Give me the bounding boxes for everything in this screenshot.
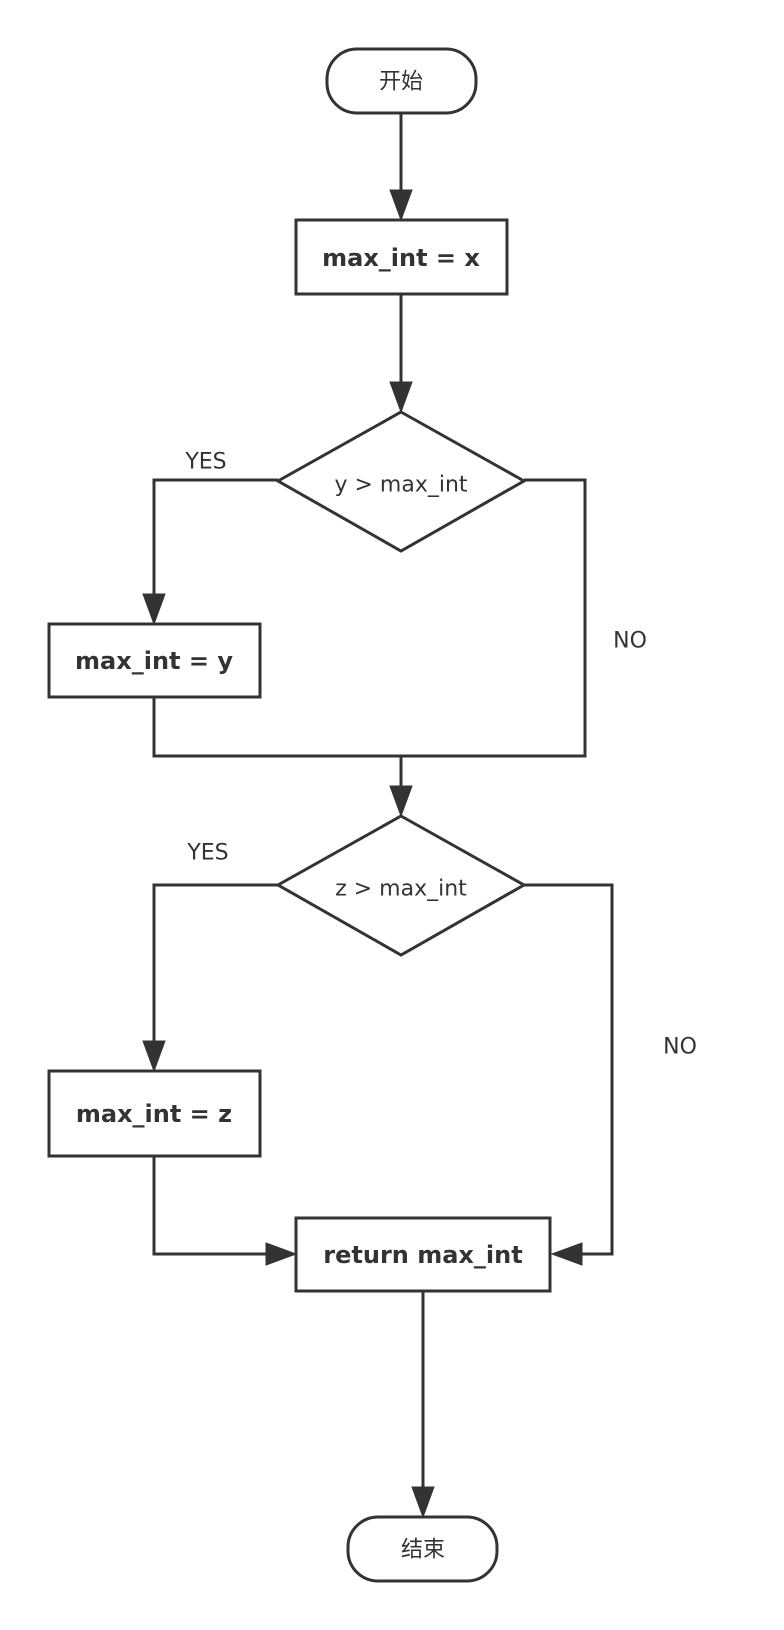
node-end-label: 结束	[401, 1538, 445, 1563]
edge-label-decision-z-no: NO	[663, 1035, 697, 1060]
edge-assign-z-to-return	[152, 1156, 266, 1256]
node-assign-x-label: max_int = x	[322, 244, 480, 272]
arrowhead-return-right	[550, 1242, 583, 1266]
arrowhead-assign-y	[142, 593, 166, 626]
edge-assign-y-to-merge	[152, 697, 401, 758]
node-start-label: 开始	[379, 70, 423, 95]
node-assign-z-label: max_int = z	[76, 1100, 232, 1128]
node-end: 结束	[346, 1515, 499, 1583]
node-assign-y: max_int = y	[47, 622, 262, 699]
edge-decision-y-yes	[152, 478, 278, 594]
edges	[142, 113, 614, 1519]
edge-decision-y-no	[401, 478, 587, 758]
node-return-label: return max_int	[323, 1241, 522, 1269]
node-decision-z-label: z > max_int	[335, 877, 467, 902]
node-decision-y-label: y > max_int	[334, 473, 467, 498]
arrowhead-decision-z	[389, 785, 413, 818]
arrowhead-end	[411, 1486, 435, 1519]
arrowhead-decision-y	[389, 381, 413, 414]
edge-decision-z-no	[524, 883, 614, 1256]
node-start: 开始	[325, 47, 478, 115]
node-decision-z: z > max_int	[274, 814, 528, 957]
edge-label-decision-y-yes: YES	[184, 450, 226, 475]
arrowhead-assign-z	[142, 1040, 166, 1073]
edge-decision-z-yes	[152, 883, 278, 1041]
node-assign-y-label: max_int = y	[75, 647, 233, 675]
edge-label-decision-y-no: NO	[613, 629, 647, 654]
arrowhead-assign-x	[389, 189, 413, 222]
arrowhead-return-left	[265, 1242, 298, 1266]
edge-label-decision-z-yes: YES	[186, 841, 228, 866]
node-assign-z: max_int = z	[47, 1069, 262, 1158]
node-assign-x: max_int = x	[294, 218, 509, 296]
node-decision-y: y > max_int	[274, 410, 528, 553]
node-return: return max_int	[294, 1216, 552, 1293]
